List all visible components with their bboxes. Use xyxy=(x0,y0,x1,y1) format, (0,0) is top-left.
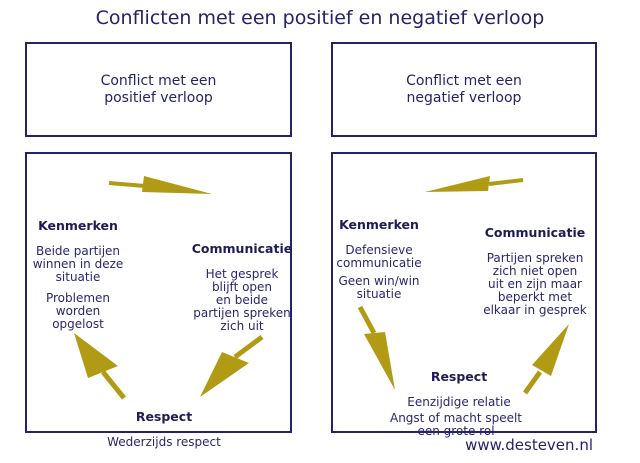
arrow-tail xyxy=(101,370,126,400)
respect-text: Eenzijdige relatie xyxy=(407,395,511,409)
communicatie-text: Het gesprek blijft open en beide partije… xyxy=(193,267,291,333)
negative-respect-block: Respect Eenzijdige relatie xyxy=(389,357,529,422)
positive-communicatie-block: Communicatie Het gesprek blijft open en … xyxy=(185,229,299,346)
negative-header-label: Conflict met een negatief verloop xyxy=(406,72,522,106)
arrow-head xyxy=(364,332,395,390)
negative-kenmerken-block-2: Geen win/win situatie xyxy=(333,262,425,314)
positive-header-box: Conflict met een positief verloop xyxy=(25,42,292,137)
negative-kenmerken-block: Kenmerken Defensieve communicatie xyxy=(333,205,425,283)
kenmerken-text-2: Geen win/win situatie xyxy=(338,274,420,301)
arrow-head xyxy=(142,176,212,194)
negative-cycle-box: Kenmerken Defensieve communicatie Geen w… xyxy=(331,152,597,438)
negative-header-box: Conflict met een negatief verloop xyxy=(331,42,597,137)
arrow-respect-to-kenmerken-icon xyxy=(74,333,126,400)
communicatie-text: Partijen spreken zich niet open uit en z… xyxy=(483,251,587,317)
website-url: www.desteven.nl xyxy=(465,436,593,454)
positive-respect-block: Respect Wederzijds respect xyxy=(89,397,239,462)
arrow-tail xyxy=(357,305,377,335)
positive-cycle-box: Kenmerken Beide partijen winnen in deze … xyxy=(25,152,292,449)
positive-kenmerken-block-2: Problemen worden opgelost xyxy=(30,279,126,344)
communicatie-title: Communicatie xyxy=(191,241,293,256)
arrow-tail xyxy=(488,178,524,186)
respect-title: Respect xyxy=(135,409,193,424)
arrow-head xyxy=(425,176,490,192)
positive-header-label: Conflict met een positief verloop xyxy=(100,72,217,106)
kenmerken-text-2: Problemen worden opgelost xyxy=(45,291,111,331)
negative-cycle-arrows xyxy=(357,176,569,395)
positive-kenmerken-block: Kenmerken Beide partijen winnen in deze … xyxy=(30,206,126,297)
arrow-tail xyxy=(522,370,543,395)
arrow-tail xyxy=(233,334,264,360)
negative-communicatie-block: Communicatie Partijen spreken zich niet … xyxy=(473,213,597,330)
respect-text: Wederzijds respect xyxy=(107,435,221,449)
kenmerken-title: Kenmerken xyxy=(339,217,419,232)
arrow-head xyxy=(532,324,569,376)
respect-title: Respect xyxy=(430,369,488,384)
respect-text-2: Angst of macht speelt een grote rol xyxy=(389,411,523,438)
arrow-kenmerken-to-respect-icon xyxy=(357,305,395,390)
arrow-kenmerken-to-communicatie-icon xyxy=(108,176,212,194)
positive-cycle-arrows xyxy=(74,176,264,400)
arrow-communicatie-to-kenmerken-icon xyxy=(425,176,524,192)
arrow-head xyxy=(200,352,249,397)
kenmerken-text: Beide partijen winnen in deze situatie xyxy=(32,244,124,284)
arrow-head xyxy=(74,333,118,378)
arrow-tail xyxy=(108,181,146,188)
arrow-respect-to-communicatie-icon xyxy=(522,324,569,395)
negative-respect-block-2: Angst of macht speelt een grote rol xyxy=(371,399,541,451)
diagram-title: Conflicten met een positief en negatief … xyxy=(95,7,545,29)
communicatie-title: Communicatie xyxy=(484,225,586,240)
arrow-communicatie-to-respect-icon xyxy=(200,334,264,397)
kenmerken-text: Defensieve communicatie xyxy=(336,243,422,270)
kenmerken-title: Kenmerken xyxy=(38,218,118,233)
